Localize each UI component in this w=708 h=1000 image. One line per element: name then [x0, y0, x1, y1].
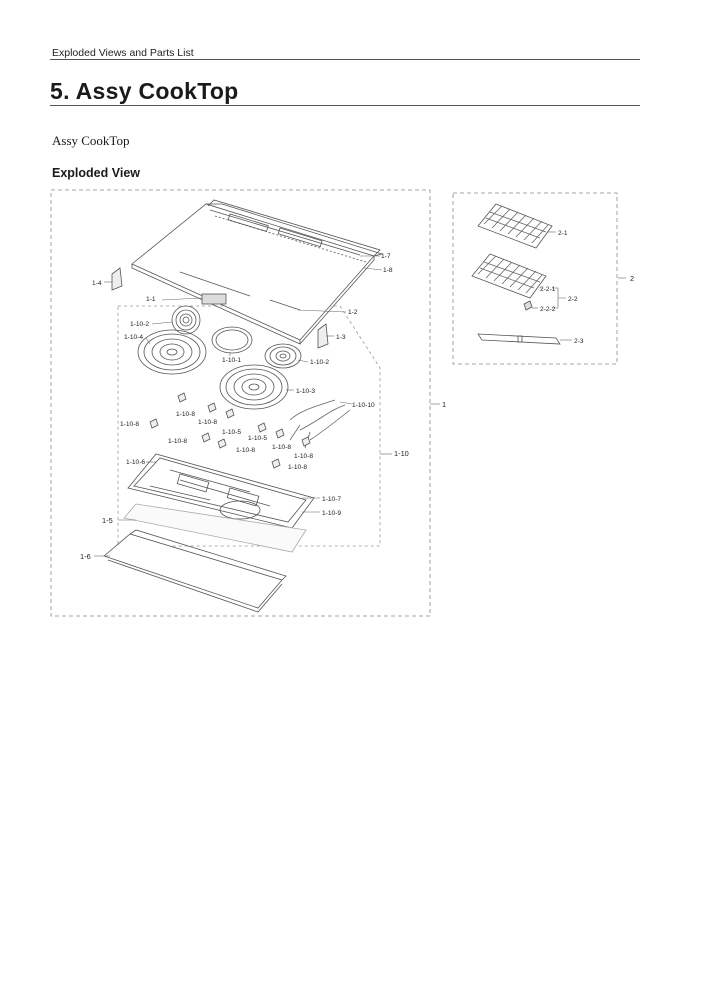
callout-1-10-8e: 1-10-8 [236, 447, 255, 454]
callout-2: 2 [630, 274, 634, 283]
wire-harness [289, 399, 351, 449]
callout-1-4: 1-4 [92, 280, 102, 287]
grate-upper [477, 203, 553, 249]
grate-handle [477, 333, 561, 345]
callout-1-7: 1-7 [381, 253, 391, 260]
burner-large-left [137, 329, 207, 375]
frame-assembly-2 [452, 192, 618, 365]
callout-1-8: 1-8 [383, 267, 393, 274]
exploded-view-heading: Exploded View [52, 166, 140, 180]
callout-1: 1 [442, 400, 446, 409]
callout-1-10-8g: 1-10-8 [294, 453, 313, 460]
callout-1-10-8h: 1-10-8 [288, 464, 307, 471]
title-rule [50, 105, 640, 106]
callout-1-3: 1-3 [336, 334, 346, 341]
callout-2-2-1: 2-2-1 [540, 286, 556, 293]
callout-1-10-5b: 1-10-5 [248, 435, 267, 442]
header-rule [50, 59, 640, 60]
callout-1-10-6: 1-10-6 [126, 459, 145, 466]
section-header: Exploded Views and Parts List [52, 47, 194, 59]
page-title: 5. Assy CookTop [50, 78, 239, 104]
callout-1-10-7: 1-10-7 [322, 496, 341, 503]
callout-1-10-4: 1-10-4 [124, 334, 143, 341]
grate-foot [523, 300, 533, 311]
insulation-sheet [123, 503, 307, 553]
callout-1-10-1: 1-10-1 [222, 357, 241, 364]
callout-2-3: 2-3 [574, 338, 584, 345]
bracket-left [111, 267, 123, 291]
callout-1-10-2a: 1-10-2 [130, 321, 149, 328]
callout-1-5: 1-5 [102, 516, 113, 525]
control-panel-strip [207, 199, 381, 257]
burner-ring-center [211, 326, 253, 354]
callout-2-1: 2-1 [558, 230, 568, 237]
callout-1-10: 1-10 [394, 449, 409, 458]
switch-part [201, 293, 227, 305]
callout-1-1: 1-1 [146, 296, 156, 303]
callout-1-10-9: 1-10-9 [322, 510, 341, 517]
burner-small-right [264, 343, 302, 369]
bracket-right [317, 323, 329, 349]
callout-1-10-8a: 1-10-8 [176, 411, 195, 418]
callout-1-10-8f: 1-10-8 [272, 444, 291, 451]
frame-assembly-1 [50, 189, 431, 617]
grate-lower [471, 253, 547, 299]
page-subtitle: Assy CookTop [52, 133, 130, 148]
burner-small-top [171, 305, 201, 335]
burner-large-bottom [219, 364, 289, 410]
mounting-clips [149, 392, 311, 469]
frame-sub-1-10 [117, 305, 381, 547]
callout-1-10-8d: 1-10-8 [168, 438, 187, 445]
bottom-tray [103, 529, 287, 613]
callout-1-2: 1-2 [348, 309, 358, 316]
callout-1-6: 1-6 [80, 552, 91, 561]
callout-2-2-2: 2-2-2 [540, 306, 556, 313]
callout-1-10-8b: 1-10-8 [198, 419, 217, 426]
callout-1-10-10: 1-10-10 [352, 402, 375, 409]
callout-2-2: 2-2 [568, 296, 578, 303]
callout-1-10-3: 1-10-3 [296, 388, 315, 395]
callout-1-10-2b: 1-10-2 [310, 359, 329, 366]
callout-1-10-5a: 1-10-5 [222, 429, 241, 436]
callout-1-10-8c: 1-10-8 [120, 421, 139, 428]
cooktop-glass-plate [131, 203, 384, 345]
